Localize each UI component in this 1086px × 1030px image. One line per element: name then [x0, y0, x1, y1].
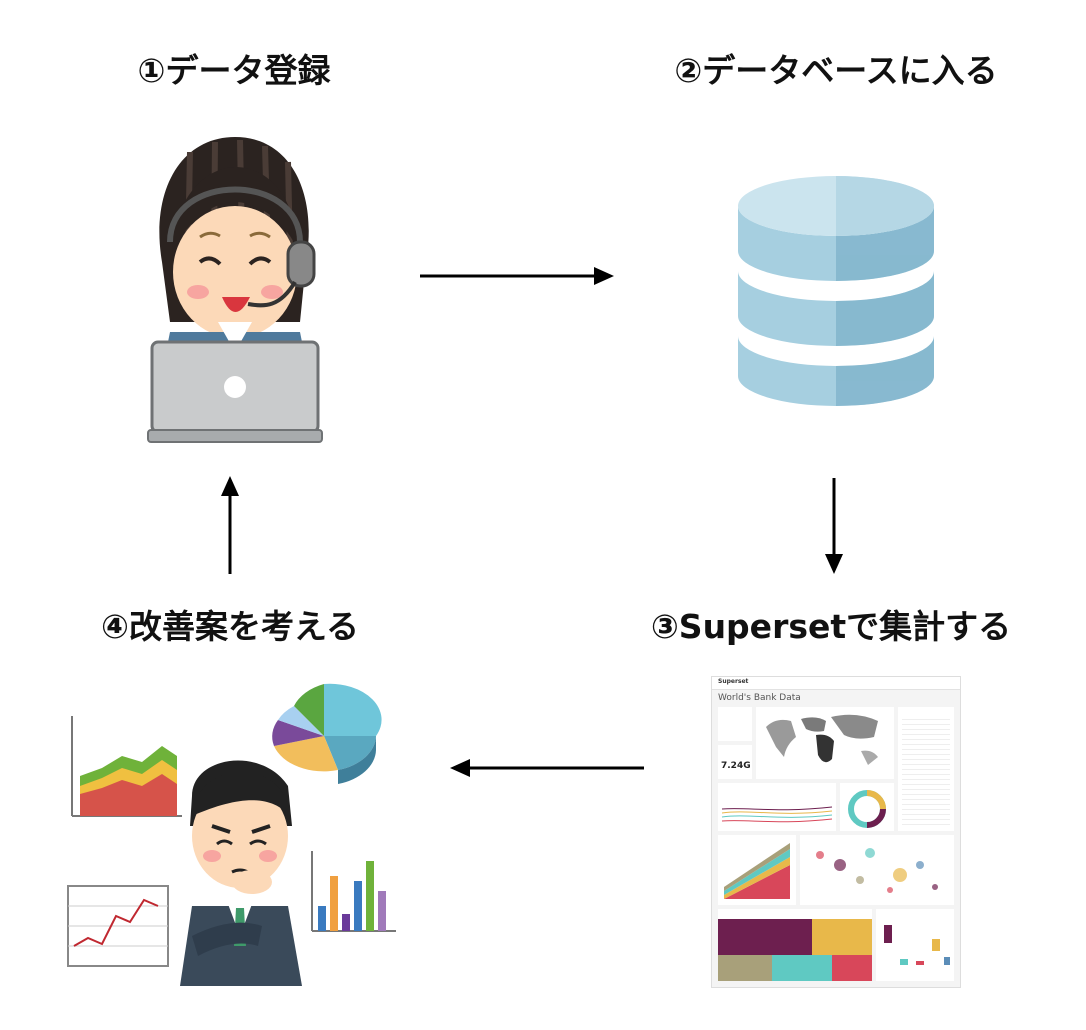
treemap-panel: [718, 909, 872, 981]
step-3-label: ③Supersetで集計する: [636, 600, 1026, 648]
world-map-panel: [756, 707, 894, 779]
big-number-panel: 7.24G: [718, 745, 752, 779]
rural-breakdown-panel: [840, 783, 894, 831]
population-table-panel: [898, 707, 954, 831]
step-2-label: ②データベースに入る: [648, 44, 1024, 92]
big-number-value: 7.24G: [721, 761, 751, 771]
dashboard-title: World's Bank Data: [718, 693, 801, 703]
dashboard-topbar: Superset: [712, 677, 960, 690]
area-chart-panel: [718, 835, 796, 905]
bubble-chart-panel: [800, 835, 954, 905]
dashboard-app-name: Superset: [718, 678, 748, 685]
step-4-label: ④改善案を考える: [80, 600, 380, 648]
region-filter-panel: [718, 707, 752, 741]
growth-rate-panel: [718, 783, 836, 831]
operator-illustration: [130, 132, 340, 448]
arrow-right: [420, 266, 614, 286]
step-1-label: ①データ登録: [110, 44, 358, 92]
superset-dashboard-thumbnail: Superset World's Bank Data 7.24G: [711, 676, 961, 988]
arrow-up: [220, 476, 240, 574]
database-icon: [738, 176, 934, 408]
thinking-man-illustration: [62, 676, 402, 986]
arrow-left: [450, 758, 644, 778]
arrow-down: [824, 478, 844, 574]
box-plot-panel: [876, 909, 954, 981]
